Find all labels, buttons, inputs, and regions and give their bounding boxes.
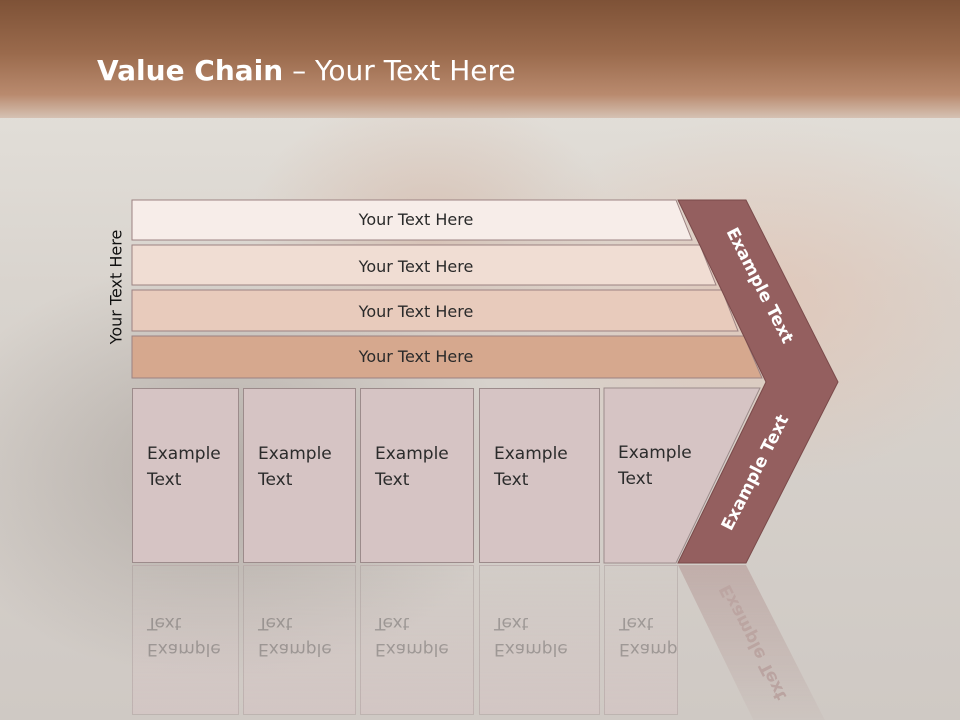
margin-chevron — [677, 199, 839, 564]
slide-title: Value Chain – Your Text Here — [97, 54, 516, 94]
activity-reflection-1-label: Example Text — [147, 613, 221, 659]
band-3 — [131, 289, 739, 332]
activity-reflection-3-label: Example Text — [375, 613, 449, 659]
activity-reflection-1: Example Text — [132, 565, 239, 715]
activity-box-4: Example Text — [479, 388, 600, 563]
activity-1-label: Example Text — [147, 444, 221, 490]
activity-reflection-4-label: Example Text — [494, 613, 568, 659]
activity-box-2: Example Text — [243, 388, 356, 563]
band-2-label: Your Text Here — [358, 257, 474, 276]
activity-reflection-5: Example Text — [604, 565, 678, 715]
activity-box-1: Example Text — [132, 388, 239, 563]
band-4-label: Your Text Here — [358, 347, 474, 366]
title-bold: Value Chain — [97, 54, 284, 87]
band-4 — [131, 335, 763, 379]
title-rest: – Your Text Here — [283, 54, 516, 87]
activity-box-5: Example Text — [604, 388, 692, 563]
activity-reflection-5-label: Example Text — [619, 613, 678, 659]
activity-4-label: Example Text — [494, 444, 568, 490]
band-2 — [131, 244, 717, 286]
activity-5-label: Example Text — [618, 443, 692, 489]
band-3-label: Your Text Here — [358, 302, 474, 321]
chevron-reflection: Example Text — [678, 565, 825, 720]
activity-reflection-2: Example Text — [243, 565, 356, 715]
title-band — [0, 0, 960, 118]
band-1 — [131, 199, 693, 241]
activity-box-5-shape — [603, 387, 761, 564]
activity-3-label: Example Text — [375, 444, 449, 490]
activity-reflection-2-label: Example Text — [258, 613, 332, 659]
activity-2-label: Example Text — [258, 444, 332, 490]
band-1-label: Your Text Here — [358, 210, 474, 229]
activity-reflection-4: Example Text — [479, 565, 600, 715]
activity-reflection-3: Example Text — [360, 565, 474, 715]
activity-box-3: Example Text — [360, 388, 474, 563]
